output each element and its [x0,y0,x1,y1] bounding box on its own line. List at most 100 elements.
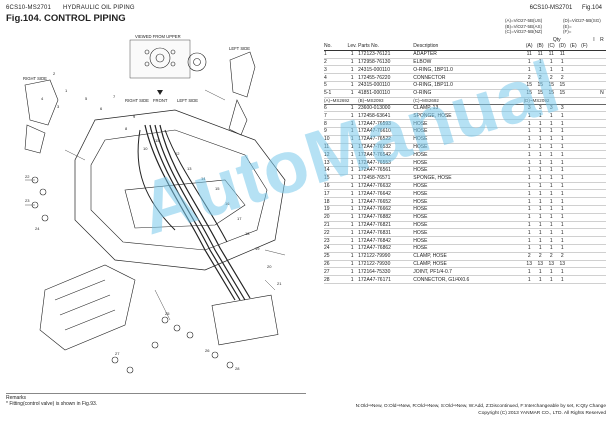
model-legend: (A)=ViO27-5B(US) (B)=ViO27-5B(AS) (C)=Vi… [505,18,542,35]
row-description: HOSE [413,228,524,238]
row-qty [578,228,590,238]
piping-diagram: VIEWED FROM UPPER LEFT SIDE RIGHT SIDE F… [23,34,286,374]
row-i [589,65,598,75]
row-qty: 13 [523,260,535,269]
row-qty: 2 [534,73,546,82]
row-qty: 1 [545,275,557,284]
model-f: (F)= [563,29,572,34]
row-qty: 1 [523,244,535,253]
row-part-no: 172A47-76593 [358,119,414,128]
row-qty: 1 [556,236,568,245]
label-viewed-from-upper: VIEWED FROM UPPER [135,34,181,39]
row-no: 15 [324,174,347,183]
row-i [589,205,598,214]
row-qty: 1 [556,58,568,67]
label-right-side-inset: RIGHT SIDE [125,98,149,103]
row-qty: 1 [523,182,535,191]
row-i [589,244,598,253]
row-no: 16 [324,182,347,191]
row-no: 5-1 [324,89,347,98]
row-lev: 1 [346,252,359,261]
row-qty [567,221,579,230]
col-qty-f: (F) [578,43,590,51]
model-a: (A)=ViO27-5B(US) [505,18,543,23]
row-i [589,89,598,98]
row-part-no: 172A47-76171 [358,275,414,284]
row-qty: 1 [556,221,568,230]
row-part-no: 24315-000110 [358,81,414,90]
row-qty [578,182,590,191]
row-qty: 3 [534,103,546,113]
row-r [597,182,606,191]
row-qty [567,111,579,121]
col-qty-e: (E) [567,43,579,51]
row-qty: 1 [556,65,568,75]
callout-number: 10 [143,146,148,151]
row-qty: 13 [534,260,546,269]
row-qty: 1 [545,143,557,152]
row-no: 20 [324,213,347,222]
row-qty [578,205,590,214]
row-qty [567,205,579,214]
row-no: 24 [324,244,347,253]
row-qty: 1 [534,58,546,67]
row-qty [578,221,590,230]
row-no: 2 [324,58,347,67]
row-lev: 1 [346,244,359,253]
row-r [597,205,606,214]
row-description: O-RING, 1BP11.0 [413,81,524,90]
row-part-no: 172122-79990 [358,252,414,261]
model-d: (D)=ViO27-5B(SG) [563,18,601,23]
row-part-no: 172A47-76652 [358,197,414,206]
row-description: HOSE [413,221,524,230]
row-qty: 1 [545,267,557,277]
row-part-no: 172A47-76542 [358,150,414,160]
col-qty-a: (A) [523,43,535,51]
row-qty [567,174,579,183]
row-lev: 1 [346,73,359,82]
row-lev: 1 [346,260,359,269]
copyright: Copyright (C) 2013 YANMAR CO., LTD. All … [478,410,606,416]
callout-number: 12 [175,151,180,156]
sub-model-d: (D)~MS2092 [523,98,550,104]
row-qty [578,89,590,98]
row-no: 11 [324,143,347,152]
row-qty [578,236,590,245]
row-r [597,174,606,183]
row-qty [578,189,590,199]
row-description: HOSE [413,244,524,253]
row-i [589,182,598,191]
row-i [589,111,598,121]
row-no: 3 [324,65,347,75]
row-r [597,150,606,160]
row-qty: 1 [556,135,568,144]
row-r [597,267,606,277]
page-header-right: 6CS10-MS2701 Fig.104 [522,5,602,11]
row-qty: 1 [534,197,546,206]
row-qty: 1 [545,221,557,230]
section-title: HYDRAULIC OIL PIPING [62,5,135,11]
row-no: 1 [324,50,347,59]
figure-title: Fig.104. CONTROL PIPING [6,13,126,24]
row-qty: 11 [534,50,546,59]
row-qty: 1 [545,150,557,160]
row-qty [567,236,579,245]
row-qty: 1 [534,221,546,230]
row-qty [567,81,579,90]
row-qty [567,65,579,75]
row-r [597,275,606,284]
callout-number: 18 [245,231,250,236]
doc-code: 6CS10-MS2701 [6,5,52,11]
row-r [597,189,606,199]
row-qty: 1 [534,135,546,144]
row-qty: 1 [523,127,535,136]
